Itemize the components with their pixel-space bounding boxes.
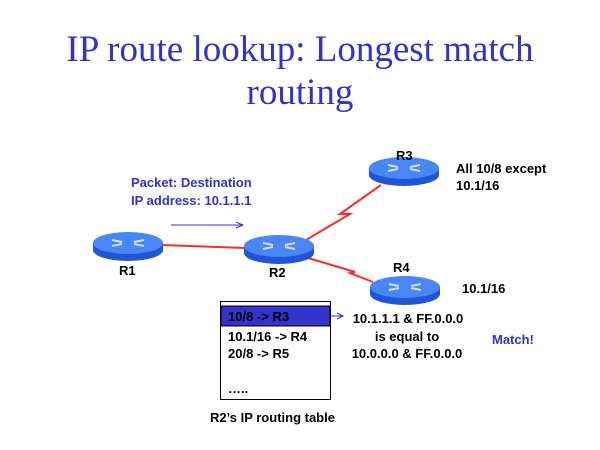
comparison-line3: 10.0.0.0 & FF.0.0.0 (352, 346, 463, 361)
routing-table-row[interactable]: 10/8 -> R3 (228, 309, 289, 324)
link-r1-r2 (161, 244, 246, 249)
routing-table-row[interactable]: ….. (228, 381, 248, 396)
r4-note: 10.1/16 (462, 281, 505, 296)
packet-direction-arrow (171, 221, 245, 229)
router-r1-label: R1 (119, 263, 136, 278)
router-r4-label: R4 (393, 260, 410, 275)
routing-table-caption: R2’s IP routing table (210, 410, 335, 425)
slide-title-line1: IP route lookup: Longest match (66, 29, 534, 70)
lookup-arrow (330, 312, 345, 320)
router-r3-label: R3 (396, 148, 413, 163)
comparison-line2: is equal to (375, 329, 439, 344)
slide-title-line2: routing (246, 72, 354, 113)
packet-label-line1: Packet: Destination (131, 175, 252, 190)
router-r2-icon[interactable] (243, 234, 315, 265)
packet-label-line2: IP address: 10.1.1.1 (131, 193, 251, 208)
router-r4-icon[interactable] (369, 275, 441, 306)
routing-table-row[interactable]: 20/8 -> R5 (228, 346, 289, 361)
r3-note-line1: All 10/8 except (456, 161, 547, 176)
routing-table-row[interactable]: 10.1/16 -> R4 (228, 329, 308, 344)
router-r1-icon[interactable] (92, 231, 164, 262)
routing-table: 10/8 -> R3 10.1/16 -> R4 20/8 -> R5 ….. (220, 301, 331, 400)
link-r2-r4 (307, 257, 374, 283)
r3-note-line2: 10.1/16 (456, 178, 499, 193)
link-r2-r3 (305, 184, 382, 241)
comparison-line1: 10.1.1.1 & FF.0.0.0 (353, 311, 464, 326)
match-label: Match! (492, 332, 534, 347)
router-r2-label: R2 (269, 265, 286, 280)
